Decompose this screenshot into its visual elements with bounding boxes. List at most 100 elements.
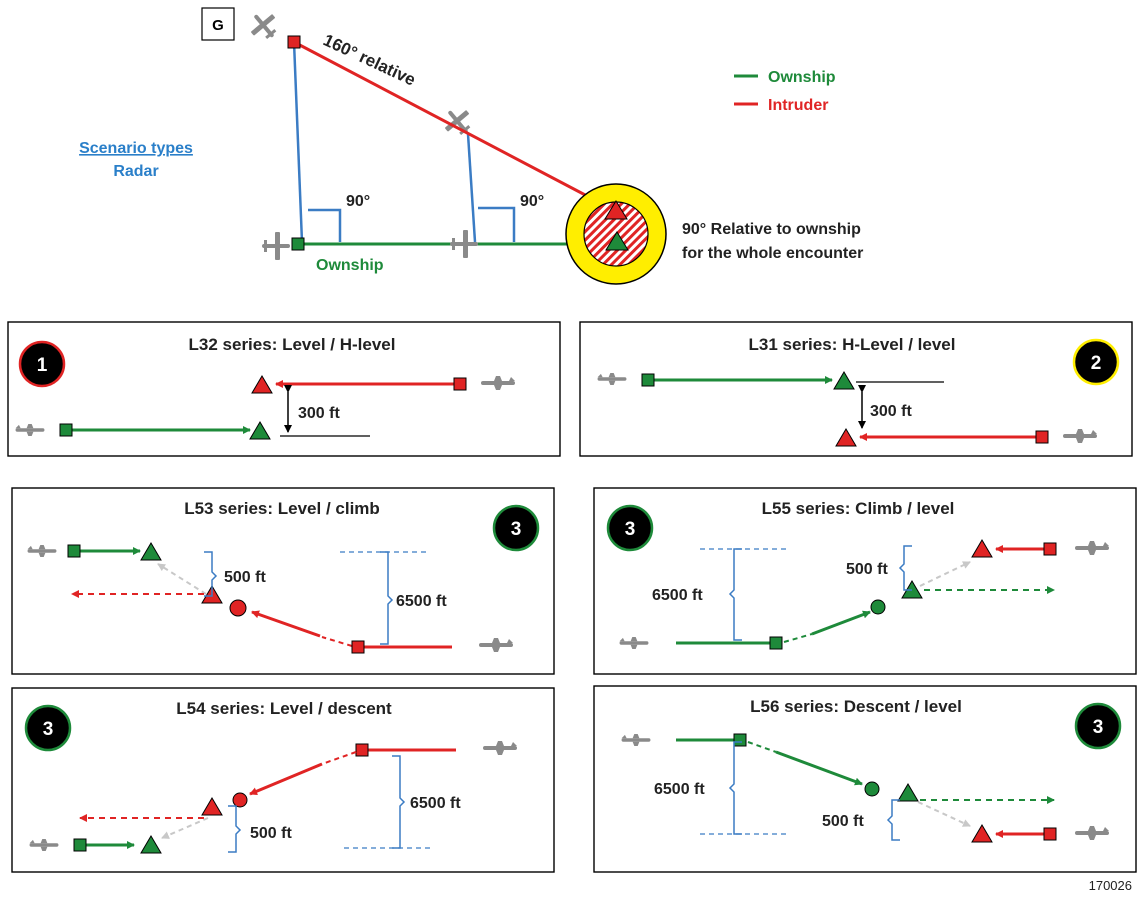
scenario-badge	[24, 704, 72, 752]
bracket-6500ft	[380, 551, 394, 645]
panel-l55: L55 series: Climb / level 3 500 ft 6500 …	[593, 487, 1137, 675]
ownship-start-square	[73, 838, 87, 852]
ownship-start-square	[67, 544, 81, 558]
ownship-descent-dashed	[747, 741, 777, 753]
intruder-level-off-point	[232, 792, 248, 808]
intruder-start-square	[1035, 430, 1049, 444]
panel-title: L31 series: H-Level / level	[749, 335, 956, 354]
scenario-badge-number: 3	[511, 519, 522, 540]
ownship-triangle	[140, 542, 162, 561]
panel-title: L56 series: Descent / level	[750, 697, 962, 716]
scenario-badge-number: 2	[1091, 353, 1102, 374]
scenario-badge-number: 1	[37, 355, 48, 376]
ownship-start-square	[769, 636, 783, 650]
angle-label-left: 90°	[346, 193, 370, 210]
intruder-triangle	[835, 428, 857, 447]
projection-arrow	[919, 561, 971, 587]
intruder-start-square	[351, 640, 365, 654]
intruder-start-square	[287, 35, 301, 49]
g-label: G	[212, 17, 224, 34]
ownship-start-square	[733, 733, 747, 747]
intruder-climb-track	[251, 610, 321, 638]
separation-label-large: 6500 ft	[396, 593, 447, 610]
bracket-6500ft	[728, 741, 742, 835]
scenario-badge-number: 3	[625, 519, 636, 540]
perpendicular-right	[466, 133, 477, 243]
ownship-triangle	[897, 783, 919, 802]
ownship-level-off-point	[864, 781, 880, 797]
panel-frame	[11, 487, 555, 675]
ownship-triangle	[140, 835, 162, 854]
scenario-types-link[interactable]: Scenario types	[79, 140, 193, 157]
separation-label-large: 6500 ft	[652, 587, 703, 604]
intruder-aircraft-icon	[244, 6, 284, 46]
radar-label: Radar	[113, 163, 158, 180]
projection-arrow	[157, 563, 207, 595]
bracket-500ft	[886, 799, 900, 841]
bracket-500ft	[204, 551, 218, 597]
ownship-start-square	[59, 423, 73, 437]
scenario-badge	[1072, 338, 1120, 386]
figure-id: 170026	[1089, 878, 1132, 893]
ownship-level-off-point	[870, 599, 886, 615]
separation-label: 300 ft	[870, 403, 912, 420]
scenario-badge-number: 3	[43, 719, 54, 740]
projection-arrow	[917, 801, 971, 827]
intruder-descent-track	[249, 762, 323, 796]
panel-title: L53 series: Level / climb	[184, 499, 380, 518]
ownship-triangle	[833, 371, 855, 390]
separation-label-small: 500 ft	[224, 569, 266, 586]
bracket-6500ft	[728, 548, 742, 641]
ownship-start-square	[291, 237, 305, 251]
intruder-triangle-zone	[604, 200, 628, 220]
separation-label-large: 6500 ft	[410, 795, 461, 812]
intruder-level-off-point	[229, 599, 247, 617]
note-line-1: 90° Relative to ownship	[682, 221, 861, 238]
bracket-500ft	[898, 545, 912, 591]
intruder-triangle	[971, 539, 993, 558]
separation-label-small: 500 ft	[846, 561, 888, 578]
intruder-triangle	[251, 375, 273, 394]
note-line-2: for the whole encounter	[682, 245, 863, 262]
ownship-triangle	[249, 421, 271, 440]
intruder-descent-dashed	[321, 751, 357, 765]
intruder-track	[293, 40, 611, 210]
intruder-start-square	[453, 377, 467, 391]
ownship-climb-track	[811, 610, 871, 636]
intruder-start-square	[355, 743, 369, 757]
panel-l32: L32 series: Level / H-level 1 300 ft	[7, 321, 561, 457]
scenario-badge-number: 3	[1093, 717, 1104, 738]
ownship-climb-dashed	[783, 633, 813, 643]
scenario-badge	[606, 504, 654, 552]
ownship-descent-track	[775, 750, 863, 786]
ownship-aircraft-icon	[262, 232, 290, 260]
g-box	[201, 7, 235, 41]
bracket-500ft	[228, 805, 242, 853]
right-angle-mark-left	[308, 208, 342, 242]
header-scene: G 160° relative 90° 90° Ownship 90° Rela…	[79, 6, 863, 285]
ownship-start-square	[641, 373, 655, 387]
panel-title: L55 series: Climb / level	[762, 499, 955, 518]
ownship-triangle-zone	[605, 231, 629, 251]
scenario-badge	[1074, 702, 1122, 750]
scenario-badge	[18, 340, 66, 388]
ownship-label: Ownship	[316, 257, 384, 274]
panel-l54: L54 series: Level / descent 3 500 ft 650…	[11, 687, 555, 873]
panel-title: L32 series: Level / H-level	[189, 335, 396, 354]
legend-ownship-label: Ownship	[768, 69, 836, 86]
separation-label-large: 6500 ft	[654, 781, 705, 798]
panel-l56: L56 series: Descent / level 3 6500 ft 50…	[593, 685, 1137, 873]
separation-label-small: 500 ft	[822, 813, 864, 830]
separation-label-small: 500 ft	[250, 825, 292, 842]
panel-frame	[593, 685, 1137, 873]
panel-l31: L31 series: H-Level / level 2 300 ft	[579, 321, 1133, 457]
angle-label-right: 90°	[520, 193, 544, 210]
perpendicular-left	[292, 41, 304, 243]
right-angle-mark-right	[478, 206, 516, 242]
panel-title: L54 series: Level / descent	[176, 699, 392, 718]
legend-intruder-label: Intruder	[768, 97, 828, 114]
legend: Ownship Intruder	[734, 69, 836, 114]
scenario-badge	[492, 504, 540, 552]
panel-l53: L53 series: Level / climb 3 500 ft 6500 …	[11, 487, 555, 675]
